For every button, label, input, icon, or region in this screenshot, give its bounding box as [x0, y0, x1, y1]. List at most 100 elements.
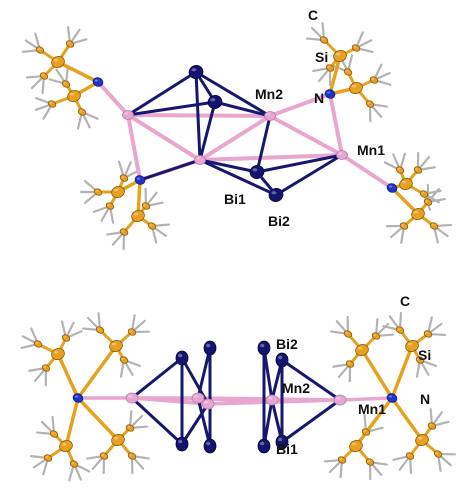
top-left-si0-c2-atom-highlight	[41, 74, 44, 76]
top-left-si1-c0-atom	[47, 99, 57, 108]
top-left-si0-c0-atom-highlight	[37, 48, 40, 50]
bottom-right-n-si1-bond	[392, 346, 412, 398]
top-right-si1-atom-highlight	[352, 85, 357, 88]
bottom-bi-bond-4	[132, 358, 182, 398]
top-mn-bond-10	[330, 94, 342, 155]
top-bi-b-atom-highlight	[210, 98, 215, 101]
bottom-bi1-atom	[258, 439, 270, 453]
bottom-bi-top-1-atom	[176, 351, 188, 365]
top-bi-a-atom-highlight	[191, 68, 196, 71]
bottom-mn-left-atom-highlight	[128, 395, 132, 398]
bottom-right-si0-atom-highlight	[358, 347, 363, 350]
label-bottom-mn2: Mn2	[282, 380, 310, 396]
bottom-bi1-atom-highlight	[260, 442, 264, 446]
bottom-bi-top-1-atom-highlight	[178, 354, 182, 358]
top-left-low-si1-atom-highlight	[134, 213, 139, 216]
bottom-bi-top-3-atom-highlight	[278, 356, 282, 360]
bottom-left-si1-atom-highlight	[112, 343, 117, 346]
top-left-low-si1-c1-atom-highlight	[149, 224, 152, 226]
top-mn-bond-0	[128, 115, 200, 160]
top-right-si1-c2-atom-highlight	[345, 70, 348, 72]
bottom-left-si0-c1-atom	[61, 333, 71, 342]
top-right-low-si0-c1-atom-highlight	[421, 192, 424, 194]
bottom-left-si0-c0-atom-highlight	[35, 342, 38, 344]
label-top-bi2: Bi2	[268, 213, 290, 229]
top-left-si0-atom-highlight	[54, 59, 59, 62]
bottom-left-si1-c1-atom-highlight	[129, 330, 132, 332]
bottom-right-n-si3-bond	[392, 398, 422, 440]
top-right-low-si0-atom-highlight	[402, 181, 407, 184]
bottom-mn1-atom	[334, 395, 346, 405]
top-right-si1-c0-atom-highlight	[371, 78, 374, 80]
bottom-left-si0-c2-atom-highlight	[43, 366, 46, 368]
bottom-mn-center-2-atom	[202, 399, 214, 409]
bottom-right-si1-c0-atom-highlight	[397, 328, 400, 330]
top-mn-left-1-atom	[123, 111, 134, 120]
label-top-mn1: Mn1	[357, 142, 385, 158]
bottom-left-si0-atom-highlight	[54, 351, 59, 354]
top-mn-left-1-atom-highlight	[124, 112, 128, 114]
top-bi-bond-2	[196, 72, 200, 160]
bottom-left-n-atom-highlight	[75, 395, 79, 397]
label-bottom-bi1: Bi1	[276, 441, 298, 457]
bottom-right-n-atom-highlight	[389, 395, 393, 397]
bottom-bi-top-3-atom	[276, 353, 288, 367]
top-mn2-atom	[265, 112, 276, 121]
top-right-low-si0-c2-atom-highlight	[397, 168, 400, 170]
top-bi-bond-13	[140, 160, 200, 180]
label-bottom-n: N	[420, 391, 430, 407]
side-view-structure: C Si N Mn2 Mn1 Bi1 Bi2	[21, 293, 455, 480]
top-left-si0-c1-atom-highlight	[67, 42, 70, 44]
bottom-right-si2-c0-atom-highlight	[339, 458, 342, 460]
label-bottom-c: C	[400, 293, 410, 309]
bottom-left-n-si2-bond	[66, 398, 78, 446]
top-right-low-si1-c0-atom-highlight	[401, 224, 404, 226]
bottom-right-si0-c0-atom-highlight	[345, 332, 348, 334]
label-bottom-bi2: Bi2	[276, 336, 298, 352]
bottom-bi-bond-5	[132, 398, 182, 444]
top-right-low-si1-c1-atom-highlight	[431, 224, 434, 226]
bottom-mn-center-1-atom	[192, 393, 204, 403]
bottom-left-n-si3-bond	[78, 398, 118, 440]
bottom-left-si3-atom-highlight	[114, 437, 119, 440]
bottom-bi-bond-7	[282, 400, 340, 442]
top-mn-bond-5	[98, 82, 128, 115]
bottom-left-si1-c0-atom-highlight	[97, 328, 100, 330]
top-left-low-si0-c1-atom-highlight	[121, 176, 124, 178]
bottom-right-si2-c2-atom-highlight	[363, 430, 366, 432]
bottom-left-si2-c1-atom	[69, 459, 79, 468]
top-bi-bond-8	[200, 160, 257, 172]
bottom-bi-top-2-atom-highlight	[206, 344, 210, 348]
bottom-mn-bond-9	[340, 398, 392, 400]
bottom-bi2-atom	[258, 341, 270, 355]
bottom-bi-top-2-atom	[204, 341, 216, 355]
bottom-left-si2-c0-atom-highlight	[45, 456, 48, 458]
bottom-left-si3-c2-atom-highlight	[127, 426, 130, 428]
top-mn1-atom-highlight	[338, 152, 342, 154]
label-bottom-mn1: Mn1	[358, 401, 386, 417]
bottom-bi-bottom-2-atom	[204, 439, 216, 453]
top-right-si1-c0-atom	[369, 75, 379, 84]
top-mn2-atom-highlight	[266, 113, 270, 115]
top-left-si1-atom-highlight	[70, 93, 75, 96]
top-bi-a-atom	[187, 63, 205, 80]
bottom-left-si2-atom-highlight	[62, 443, 67, 446]
bottom-mn-center-2-atom-highlight	[204, 401, 208, 404]
bottom-mn-center-1-atom-highlight	[194, 395, 198, 398]
top-right-low-n-atom-highlight	[389, 185, 393, 187]
bottom-left-n-si0-bond	[58, 354, 78, 398]
top-left-si1-c2-atom-highlight	[63, 82, 66, 84]
bottom-right-si1-c1-atom-highlight	[425, 332, 428, 334]
top-right-si0-c2-atom-highlight	[327, 66, 330, 68]
top-left-n-atom-highlight	[95, 79, 99, 81]
label-top-n: N	[314, 90, 324, 106]
bottom-left-si2-c1-atom-highlight	[71, 462, 74, 464]
bottom-left-si1-c2-atom-highlight	[121, 358, 124, 360]
top-mn-bond-6	[128, 115, 140, 180]
top-right-low-si1-c2-atom-highlight	[425, 200, 428, 202]
bottom-left-n-si1-bond	[78, 346, 116, 398]
top-view-structure: C Si N Mn2 Mn1 Bi1 Bi2	[23, 7, 451, 249]
top-mn1-atom	[337, 151, 348, 160]
bottom-right-si3-atom-highlight	[418, 437, 423, 440]
